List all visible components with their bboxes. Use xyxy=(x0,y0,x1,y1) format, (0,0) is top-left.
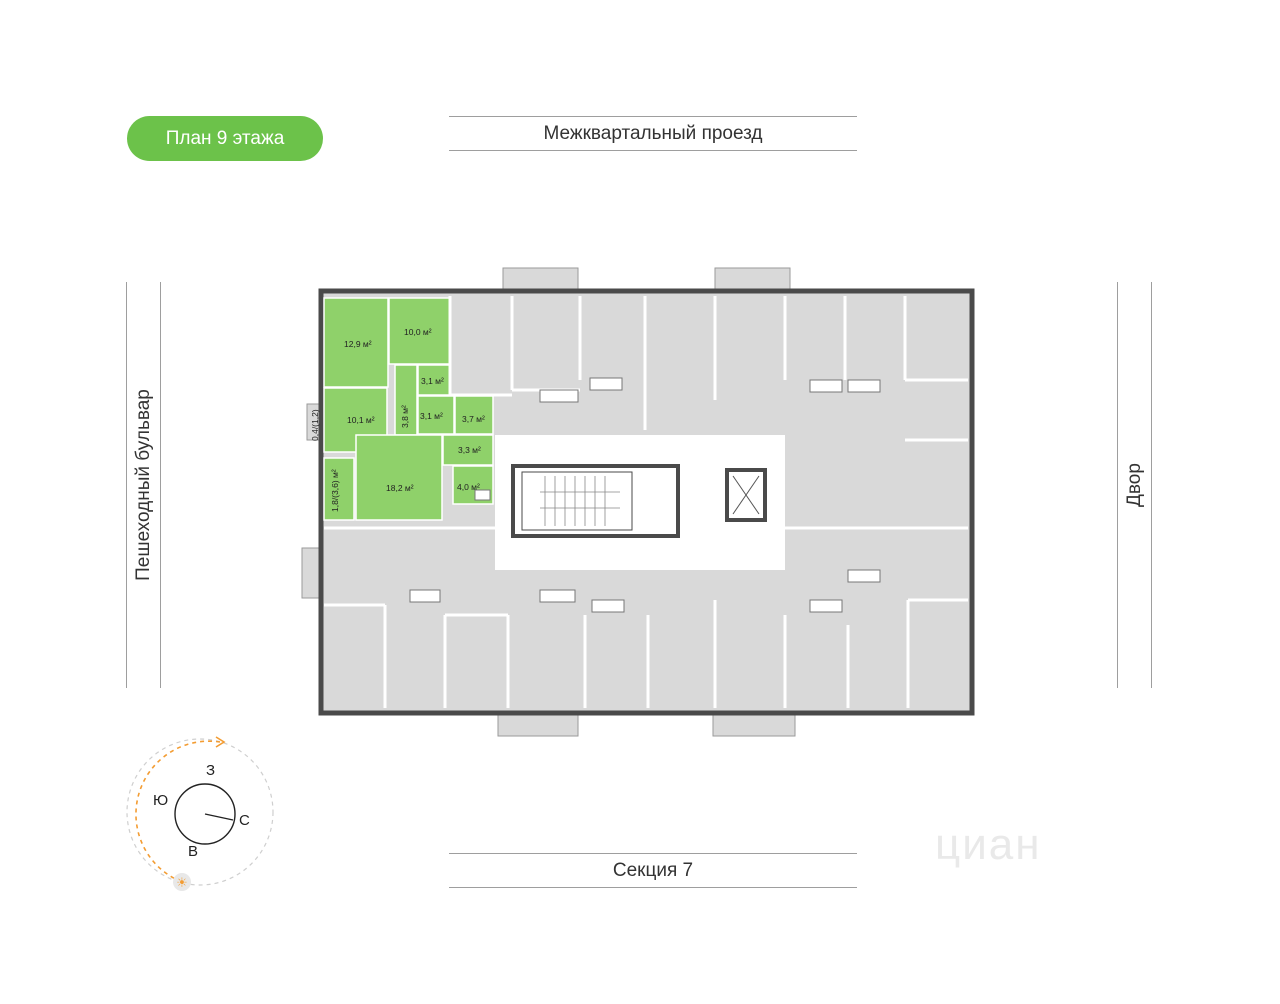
compass: ☀ xyxy=(126,736,274,891)
elevator-cross xyxy=(732,475,760,515)
sun-path-ring xyxy=(126,738,274,886)
room-walls xyxy=(324,296,968,708)
room-labels: 12,9 м² 10,0 м² 3,1 м² 3,8 м² 10,1 м² 3,… xyxy=(310,327,485,512)
balcony xyxy=(714,267,791,291)
compass-dial xyxy=(174,783,236,845)
watermark: циан xyxy=(935,820,1042,869)
street-right: Двор xyxy=(1117,282,1152,688)
room-area-label: 10,1 м² xyxy=(347,415,375,425)
street-left: Пешеходный бульвар xyxy=(126,282,161,688)
street-bottom-label: Секция 7 xyxy=(612,859,694,881)
balcony xyxy=(712,711,796,737)
room-area-label: 12,9 м² xyxy=(344,339,372,349)
balcony xyxy=(502,267,579,291)
street-top-label: Межквартальный проезд xyxy=(543,122,763,144)
compass-north-label: С xyxy=(239,812,250,829)
room xyxy=(323,457,355,521)
room-area-label: 3,1 м² xyxy=(420,411,443,421)
room xyxy=(417,364,451,396)
room-area-label: 3,1 м² xyxy=(421,376,444,386)
street-bottom: Секция 7 xyxy=(449,853,857,888)
sun-path-arrow xyxy=(215,736,226,748)
stair-steps xyxy=(540,476,620,526)
room-area-label: 10,0 м² xyxy=(404,327,432,337)
floor-label-badge: План 9 этажа xyxy=(127,116,323,161)
room-area-label: 4,0 м² xyxy=(457,482,480,492)
sun-path-arc xyxy=(135,740,221,883)
compass-needle xyxy=(204,813,234,821)
street-top: Межквартальный проезд xyxy=(449,116,857,151)
bathroom-fixtures xyxy=(409,377,881,613)
room xyxy=(355,434,443,521)
room-area-label: 3,8 м² xyxy=(400,405,410,428)
room xyxy=(417,395,455,435)
room xyxy=(388,297,451,365)
stairwell xyxy=(511,464,680,538)
room xyxy=(323,297,389,388)
room-area-label: 3,7 м² xyxy=(462,414,485,424)
compass-south-label: Ю xyxy=(153,792,169,809)
room-area-label: 0,4/(1,2) xyxy=(310,409,320,441)
highlighted-apartment xyxy=(323,297,494,521)
room-area-label: 18,2 м² xyxy=(386,483,414,493)
sun-icon-bg xyxy=(173,873,191,891)
room-area-label: 3,3 м² xyxy=(458,445,481,455)
compass-east-label: В xyxy=(188,843,199,860)
stairs xyxy=(521,471,633,531)
balcony xyxy=(497,711,579,737)
room-area-label: 1,8/(3,6) м² xyxy=(330,469,340,512)
compass-west-label: З xyxy=(206,762,216,779)
sun-icon: ☀ xyxy=(176,876,188,891)
room xyxy=(442,434,494,466)
